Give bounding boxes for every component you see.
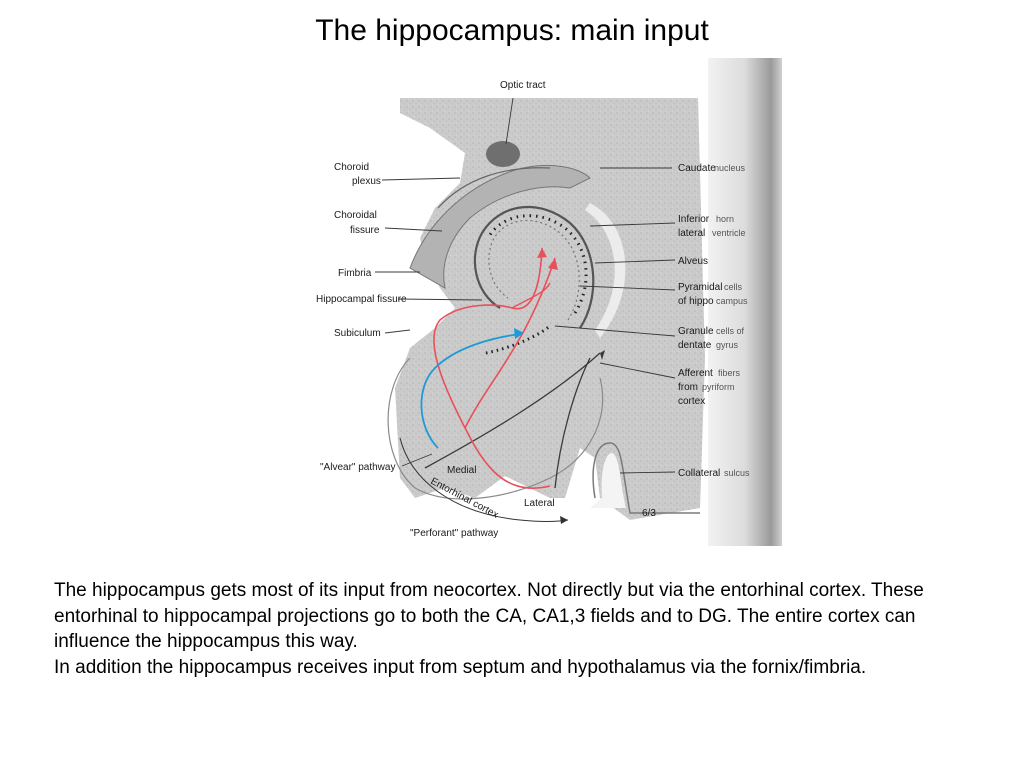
label-from: from — [678, 382, 698, 393]
body-text: The hippocampus gets most of its input f… — [54, 578, 974, 680]
label-pyramidal-cells: cells — [724, 282, 743, 292]
label-pyriform: pyriform — [702, 382, 735, 392]
label-pyramidal: Pyramidal — [678, 282, 722, 293]
hippocampus-c-outer — [473, 205, 595, 329]
label-lateral: lateral — [678, 228, 705, 239]
label-medial: Medial — [447, 465, 476, 476]
label-gyrus: gyrus — [716, 340, 739, 350]
hippocampus-diagram-svg: Choroid plexus Choroidal fissure Fimbria… — [316, 58, 782, 546]
body-paragraph-2: In addition the hippocampus receives inp… — [54, 656, 867, 678]
entorhinal-arrowhead — [560, 516, 568, 524]
label-hippocampal-fissure: Hippocampal fissure — [316, 294, 407, 305]
label-of-hippo: of hippo — [678, 296, 714, 307]
label-caudate-nucleus: nucleus — [714, 163, 746, 173]
label-afferent: Afferent — [678, 368, 713, 379]
red-arrowhead-2 — [548, 258, 558, 270]
choroid-structures — [409, 164, 591, 289]
page-binding-shadow — [708, 58, 782, 546]
lateral-fiber — [554, 357, 591, 489]
label-perforant-pathway: "Perforant" pathway — [410, 528, 498, 539]
label-cells-of: cells of — [716, 326, 745, 336]
label-campus: campus — [716, 296, 748, 306]
white-matter-lower — [590, 453, 626, 508]
ventricle — [585, 203, 626, 338]
label-alvear-pathway: "Alvear" pathway — [320, 462, 395, 473]
label-cortex: cortex — [678, 396, 705, 407]
optic-tract-blob — [486, 141, 520, 167]
brain-tissue — [395, 98, 705, 520]
afferent-fiber-tip — [600, 350, 605, 360]
label-fissure: fissure — [350, 225, 380, 236]
perforant-pathway-red — [433, 247, 551, 489]
label-collateral: Collateral — [678, 468, 720, 479]
slide-title: The hippocampus: main input — [315, 14, 709, 47]
label-choroidal: Choroidal — [334, 210, 377, 221]
label-sulcus: sulcus — [724, 468, 750, 478]
label-inferior: Inferior — [678, 214, 710, 225]
body-paragraph-1: The hippocampus gets most of its input f… — [54, 580, 924, 652]
pyramidal-cells — [486, 214, 588, 314]
perforant-pathway-red-branch — [464, 257, 556, 429]
label-choroid: Choroid — [334, 162, 369, 173]
red-arrowhead-1 — [537, 248, 547, 258]
label-granule: Granule — [678, 326, 714, 337]
hippocampus-c-inner — [488, 219, 580, 321]
label-subiculum: Subiculum — [334, 328, 381, 339]
label-horn: horn — [716, 214, 734, 224]
label-fibers: fibers — [718, 368, 741, 378]
hippocampus-diagram: Choroid plexus Choroidal fissure Fimbria… — [250, 58, 782, 546]
label-alveus: Alveus — [678, 256, 708, 267]
dentate-gyrus — [485, 324, 551, 355]
label-ventricle: ventricle — [712, 228, 746, 238]
label-dentate: dentate — [678, 340, 712, 351]
red-branch-short — [511, 282, 551, 309]
label-fimbria: Fimbria — [338, 268, 372, 279]
label-caudate: Caudate — [678, 163, 716, 174]
alvear-pathway-blue — [420, 333, 521, 449]
label-corner-mark: 6/3 — [642, 508, 656, 519]
fimbria-fold — [437, 167, 551, 209]
label-plexus: plexus — [352, 176, 381, 187]
leader-lines — [375, 97, 676, 474]
blue-arrowhead — [514, 328, 524, 339]
entorhinal-arrow — [399, 437, 569, 522]
temporal-fold — [387, 357, 604, 500]
collateral-sulcus — [592, 442, 700, 514]
afferent-fibers — [424, 352, 601, 469]
label-lateral-bottom: Lateral — [524, 498, 555, 509]
label-optic-tract: Optic tract — [500, 80, 546, 91]
